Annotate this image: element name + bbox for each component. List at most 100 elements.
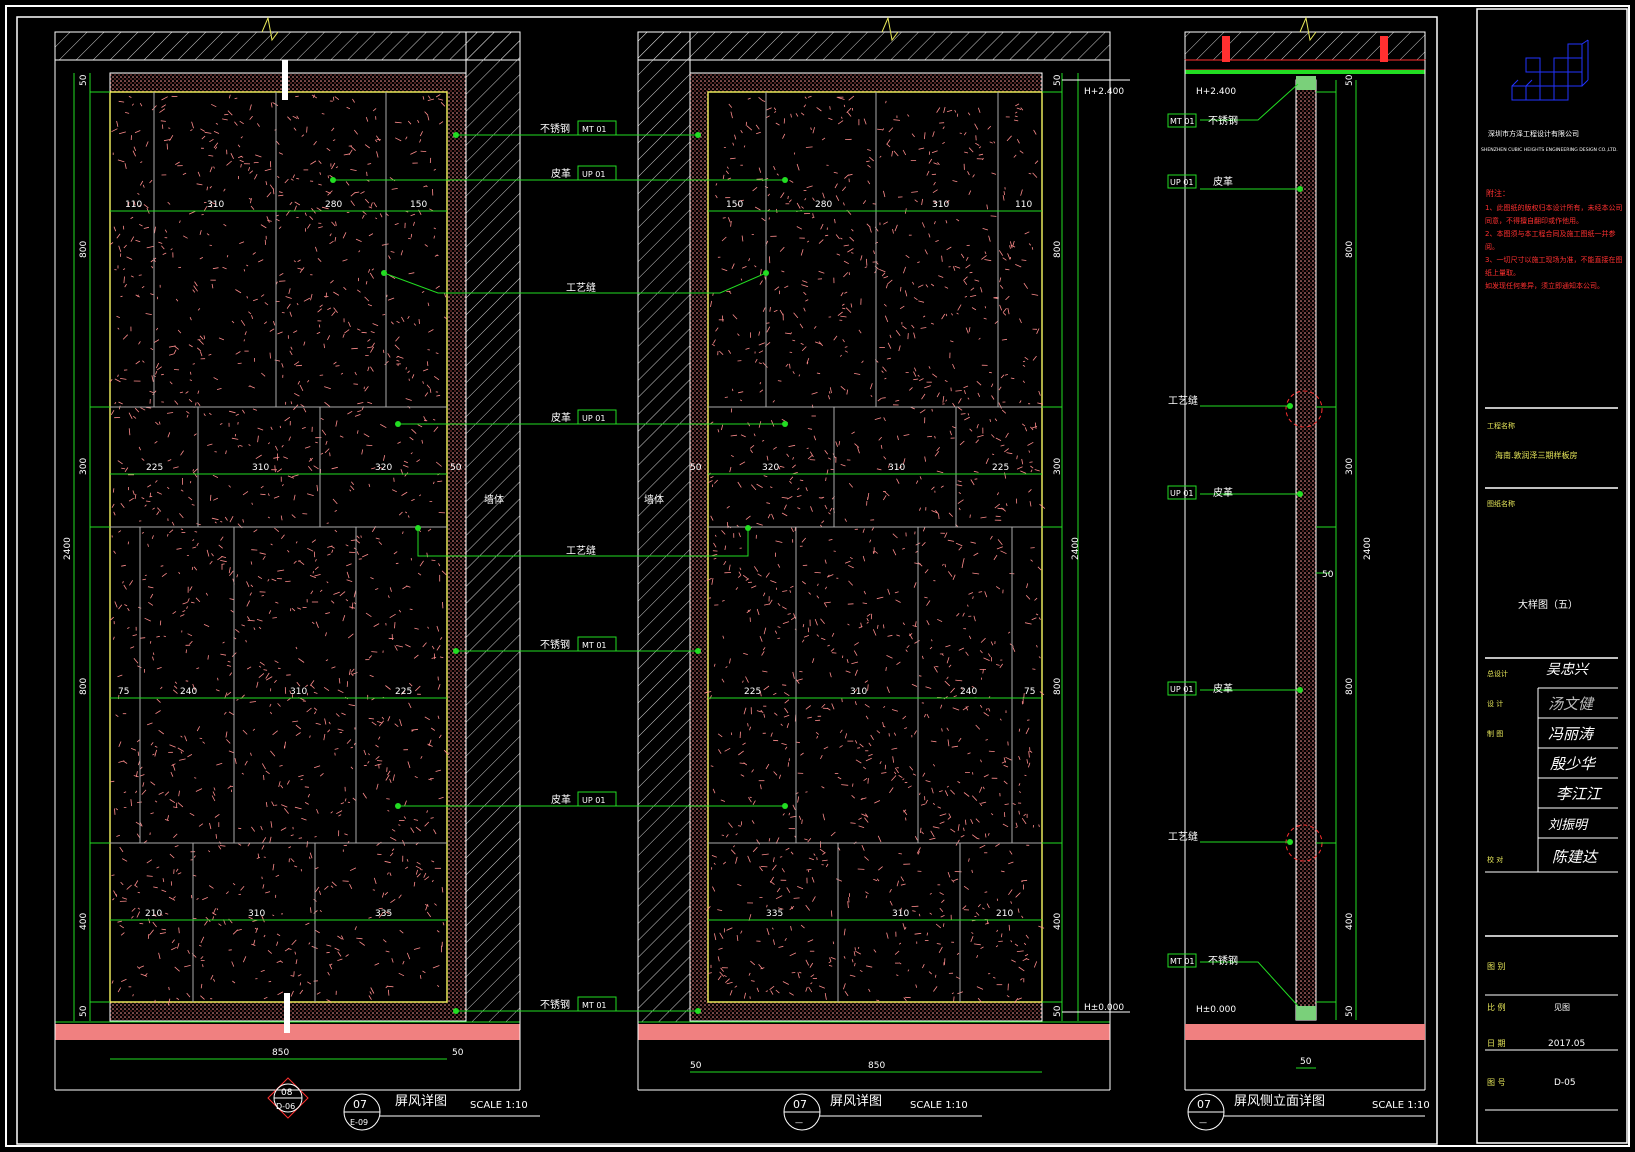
speckle-mark <box>346 106 351 110</box>
speckle-mark <box>428 778 432 781</box>
speckle-mark <box>372 323 379 327</box>
speckle-mark <box>795 113 799 117</box>
speckle-mark <box>191 121 194 129</box>
speckle-mark <box>290 346 293 350</box>
svg-text:150: 150 <box>726 200 743 210</box>
speckle-mark <box>127 607 130 612</box>
speckle-mark <box>956 312 959 315</box>
speckle-mark <box>954 109 957 113</box>
speckle-mark <box>902 458 906 465</box>
speckle-mark <box>965 651 969 656</box>
speckle-mark <box>843 202 845 206</box>
speckle-mark <box>149 641 152 644</box>
speckle-mark <box>374 962 380 966</box>
speckle-mark <box>325 440 328 445</box>
speckle-mark <box>971 834 978 839</box>
svg-text:UP 01: UP 01 <box>1170 685 1193 694</box>
speckle-mark <box>1018 810 1020 815</box>
speckle-mark <box>334 748 339 750</box>
speckle-mark <box>821 859 828 862</box>
speckle-mark <box>848 564 854 569</box>
speckle-mark <box>1021 458 1024 465</box>
speckle-mark <box>784 707 789 714</box>
speckle-mark <box>232 882 236 886</box>
speckle-mark <box>364 296 370 302</box>
speckle-mark <box>869 383 873 390</box>
speckle-mark <box>118 741 122 747</box>
speckle-mark <box>847 901 849 909</box>
speckle-mark <box>304 786 309 788</box>
speckle-mark <box>313 691 318 694</box>
svg-text:150: 150 <box>410 200 427 210</box>
speckle-mark <box>904 290 908 297</box>
speckle-mark <box>299 267 305 273</box>
speckle-mark <box>267 578 270 582</box>
speckle-mark <box>876 878 880 882</box>
speckle-mark <box>179 391 184 394</box>
speckle-mark <box>208 850 211 853</box>
svg-text:50: 50 <box>690 1061 702 1071</box>
speckle-mark <box>123 791 127 794</box>
speckle-mark <box>725 834 729 838</box>
speckle-mark <box>1015 892 1021 898</box>
svg-text:制 图: 制 图 <box>1487 729 1503 738</box>
speckle-mark <box>824 586 827 590</box>
speckle-mark <box>781 743 787 746</box>
speckle-mark <box>816 107 822 112</box>
speckle-mark <box>395 562 399 565</box>
speckle-mark <box>728 564 731 571</box>
speckle-mark <box>371 651 378 653</box>
speckle-mark <box>422 970 426 974</box>
speckle-mark <box>752 186 758 192</box>
speckle-mark <box>872 629 877 636</box>
speckle-mark <box>210 494 212 501</box>
speckle-mark <box>226 664 232 667</box>
speckle-mark <box>810 982 813 985</box>
speckle-mark <box>717 956 720 962</box>
speckle-mark <box>866 223 871 228</box>
speckle-mark <box>750 484 757 491</box>
speckle-mark <box>1030 559 1033 562</box>
speckle-mark <box>384 360 389 366</box>
speckle-mark <box>117 460 123 465</box>
speckle-mark <box>1034 422 1037 429</box>
speckle-mark <box>240 319 246 326</box>
speckle-mark <box>757 573 762 577</box>
speckle-mark <box>398 894 402 899</box>
speckle-mark <box>734 985 738 988</box>
speckle-mark <box>271 801 275 807</box>
speckle-mark <box>152 753 155 756</box>
speckle-mark <box>1022 380 1026 384</box>
project-label: 工程名称 <box>1487 421 1515 430</box>
speckle-mark <box>983 317 987 320</box>
speckle-mark <box>738 199 744 202</box>
speckle-mark <box>218 845 222 850</box>
svg-text:07: 07 <box>793 1098 807 1111</box>
speckle-mark <box>331 881 337 887</box>
speckle-mark <box>984 833 987 838</box>
speckle-mark <box>402 464 409 468</box>
speckle-mark <box>993 976 996 979</box>
speckle-mark <box>843 104 846 108</box>
speckle-mark <box>115 808 119 811</box>
speckle-mark <box>1025 958 1030 961</box>
speckle-mark <box>347 410 353 415</box>
speckle-mark <box>829 507 833 512</box>
speckle-mark <box>958 647 965 651</box>
speckle-mark <box>891 150 893 157</box>
speckle-mark <box>762 100 766 102</box>
speckle-mark <box>382 939 387 943</box>
speckle-mark <box>758 96 764 102</box>
speckle-mark <box>363 749 367 756</box>
speckle-mark <box>275 874 280 878</box>
speckle-mark <box>309 735 311 738</box>
speckle-mark <box>968 858 970 862</box>
speckle-mark <box>361 331 367 334</box>
speckle-mark <box>971 932 974 934</box>
speckle-mark <box>967 397 970 400</box>
speckle-mark <box>892 756 894 763</box>
speckle-mark <box>293 361 300 366</box>
speckle-mark <box>759 389 764 393</box>
speckle-mark <box>1034 597 1038 601</box>
speckle-mark <box>184 735 188 742</box>
